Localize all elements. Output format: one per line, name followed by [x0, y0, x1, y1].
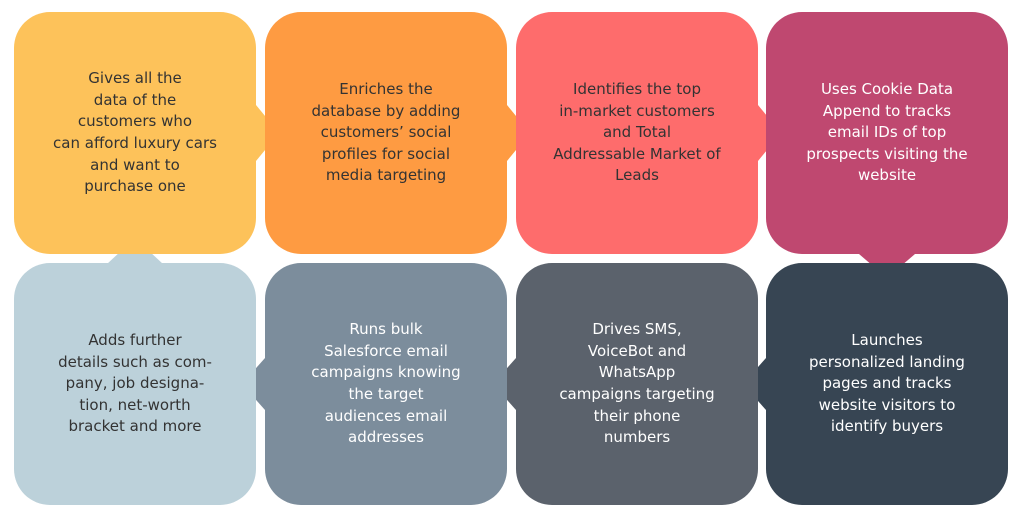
step-6-box: Drives SMS, VoiceBot and WhatsApp campai… [516, 263, 758, 505]
step-1-box: Gives all the data of the customers who … [14, 12, 256, 254]
step-1-text: Gives all the data of the customers who … [53, 69, 217, 196]
step-8-box: Adds further details such as com- pany, … [14, 263, 256, 505]
step-5-text: Launches personalized landing pages and … [809, 331, 965, 436]
step-7-box: Runs bulk Salesforce email campaigns kno… [265, 263, 507, 505]
step-6-text: Drives SMS, VoiceBot and WhatsApp campai… [559, 320, 715, 447]
step-2-box: Enriches the database by adding customer… [265, 12, 507, 254]
step-2-text: Enriches the database by adding customer… [311, 80, 461, 185]
step-3-text: Identifies the top in-market customers a… [553, 80, 721, 185]
step-8-text: Adds further details such as com- pany, … [58, 331, 212, 436]
step-5-box: Launches personalized landing pages and … [766, 263, 1008, 505]
step-7-text: Runs bulk Salesforce email campaigns kno… [311, 320, 461, 447]
step-4-text: Uses Cookie Data Append to tracks email … [806, 80, 968, 185]
step-3-box: Identifies the top in-market customers a… [516, 12, 758, 254]
step-4-box: Uses Cookie Data Append to tracks email … [766, 12, 1008, 254]
